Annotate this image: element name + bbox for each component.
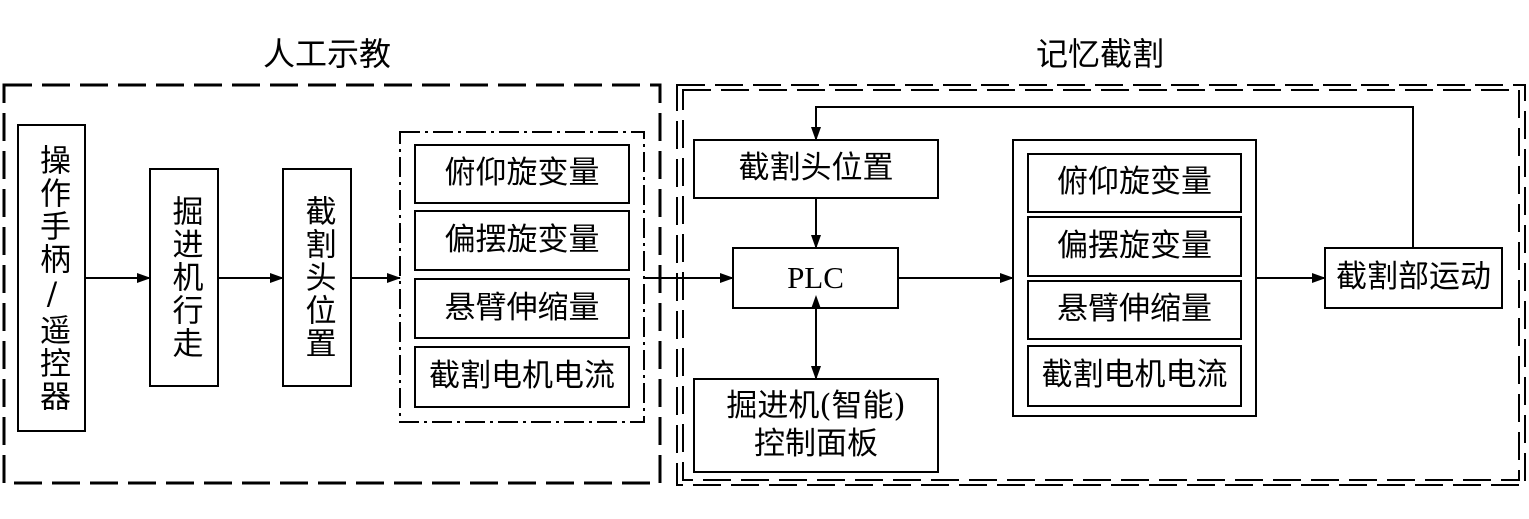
- param-box-right-2: [1027, 280, 1242, 340]
- param-left-pitch: 俯仰旋变量: [444, 155, 600, 192]
- param-right-boom: 悬臂伸缩量: [1057, 291, 1212, 328]
- plc-label: PLC: [787, 260, 844, 296]
- teach-section-frame: [2, 83, 662, 485]
- roadheader-walk-label: 掘进机行走: [150, 169, 218, 386]
- cutter-position-box-left: [282, 168, 352, 387]
- joystick-box: [17, 124, 86, 432]
- cutter-position-left-text: 截割头位置: [299, 195, 336, 360]
- roadheader-walk-box: [149, 168, 219, 387]
- control-panel-label: 掘进机(智能) 控制面板: [694, 379, 938, 472]
- arrow-feedback-motion-to-position: [811, 106, 1414, 248]
- param-left-current: 截割电机电流: [429, 358, 615, 395]
- memory-section-title: 记忆截割: [1035, 34, 1164, 73]
- cutting-motion-label: 截割部运动: [1336, 259, 1491, 296]
- control-panel-line2: 控制面板: [754, 425, 878, 462]
- control-panel-line1: 掘进机(智能): [726, 388, 906, 425]
- param-box-left-1: [414, 210, 630, 271]
- param-box-right-0: [1027, 153, 1242, 213]
- cutter-position-left-label: 截割头位置: [283, 169, 351, 386]
- teach-section-title: 人工示教: [262, 34, 391, 73]
- param-right-swing: 偏摆旋变量: [1057, 227, 1212, 264]
- cutter-position-right-label: 截割头位置: [738, 150, 894, 187]
- param-box-right-3: [1027, 345, 1242, 407]
- control-panel-box: [693, 378, 939, 473]
- joystick-label: 操作手柄/遥控器: [18, 125, 85, 431]
- param-box-right-1: [1027, 216, 1242, 277]
- memory-section-frame-outer: [676, 84, 1526, 486]
- param-box-left-0: [414, 144, 630, 204]
- param-box-left-3: [414, 346, 630, 408]
- cutter-position-box-right: [693, 139, 939, 199]
- param-box-left-2: [414, 278, 630, 339]
- cutting-motion-box: [1324, 247, 1503, 309]
- param-right-pitch: 俯仰旋变量: [1057, 164, 1212, 201]
- param-left-boom: 悬臂伸缩量: [444, 289, 600, 326]
- joystick-text: 操作手柄/遥控器: [34, 143, 70, 413]
- roadheader-walk-text: 掘进机行走: [166, 195, 203, 360]
- param-right-current: 截割电机电流: [1041, 357, 1228, 394]
- memory-section-frame-inner: [682, 89, 1520, 481]
- param-left-swing: 偏摆旋变量: [444, 221, 600, 258]
